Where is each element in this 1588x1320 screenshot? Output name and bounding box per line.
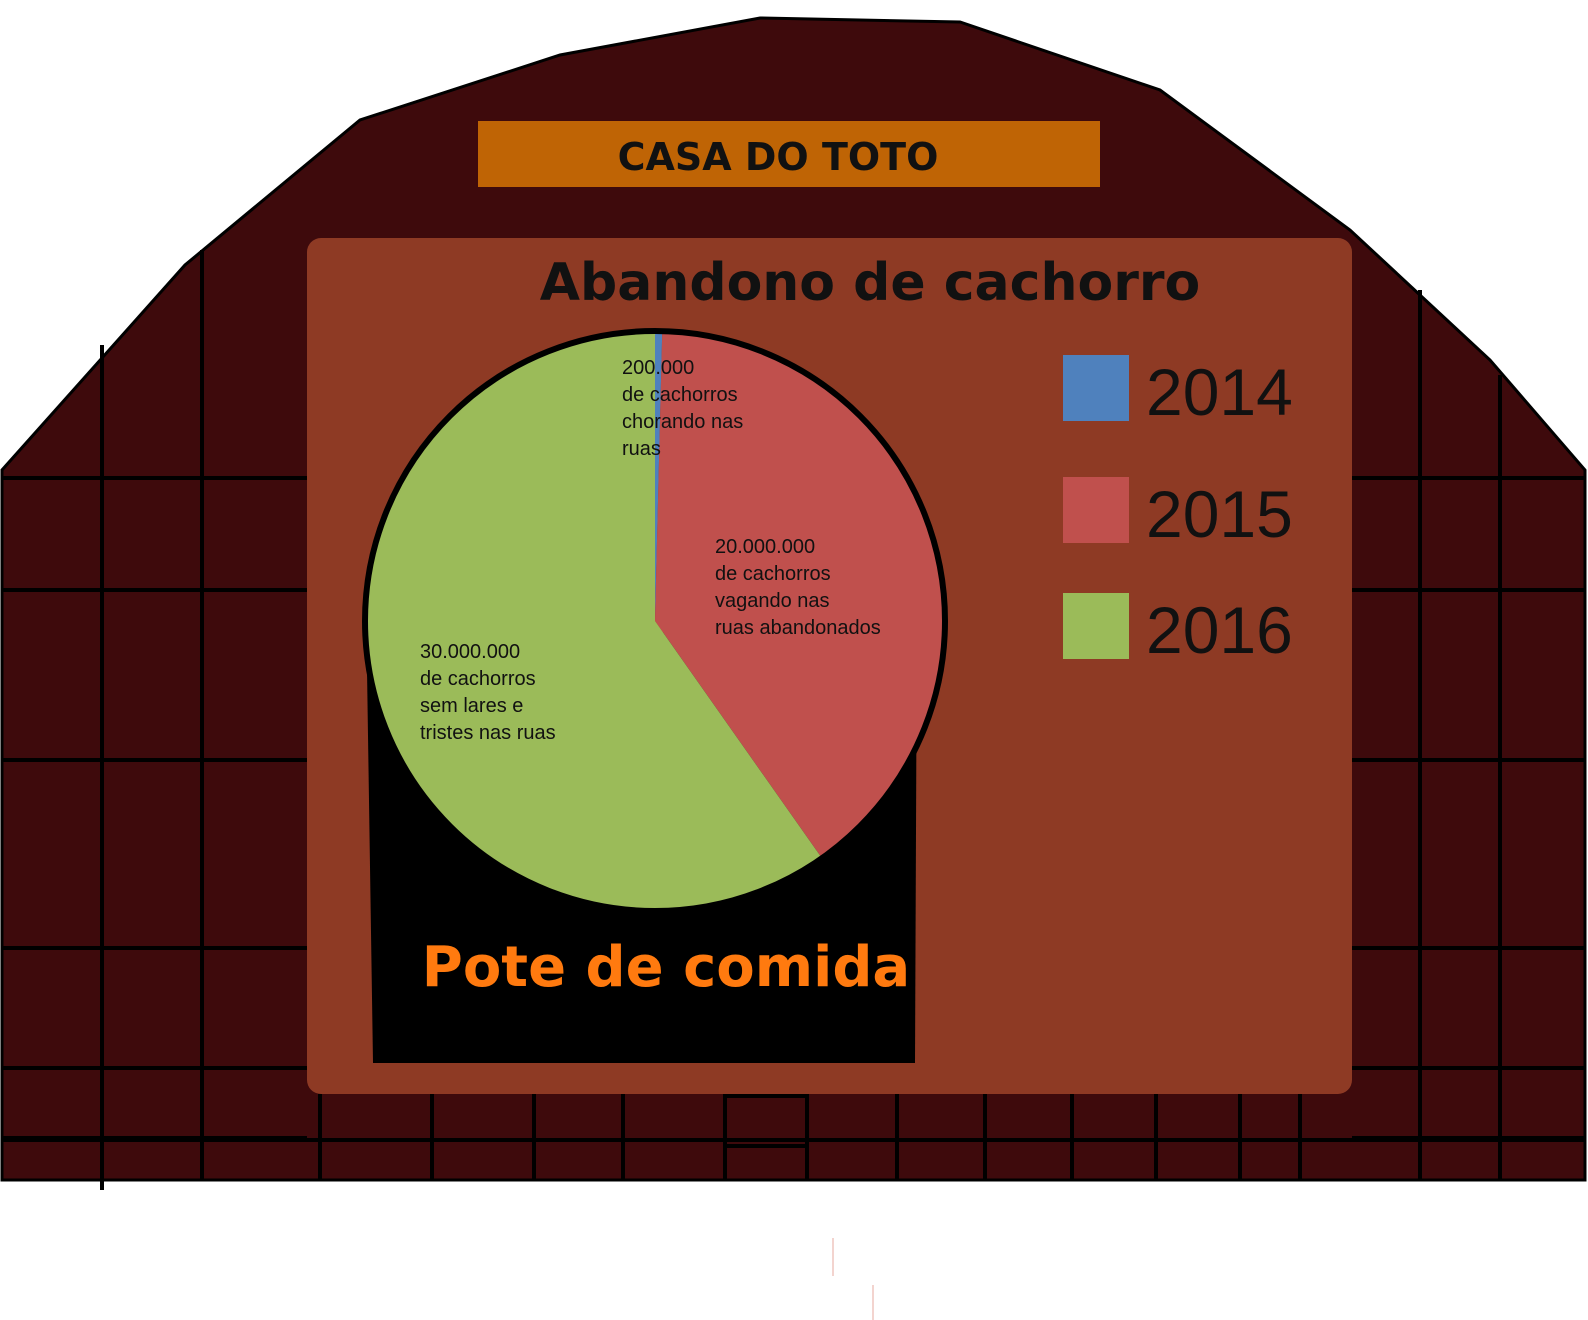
sign-text: CASA DO TOTO [618,135,939,179]
legend-swatch-2015 [1063,477,1129,543]
legend-swatch-2016 [1063,593,1129,659]
legend-label-2014: 2014 [1146,355,1293,429]
doghouse-grid [2,250,1585,1190]
pie-outline [362,328,948,914]
bowl-label: Pote de comida [422,935,910,1000]
pie-slice-2015 [655,331,945,859]
door-outline [723,1094,809,1148]
pie-slice-2016 [364,331,822,912]
sign-plate [478,121,1100,187]
chart-legend: 2014 2015 2016 [1063,355,1293,667]
pie-chart [364,331,945,912]
pie-slice-2014 [655,331,663,621]
legend-label-2016: 2016 [1146,593,1293,667]
legend-label-2015: 2015 [1146,477,1293,551]
chart-title: Abandono de cachorro [540,253,1200,313]
legend-swatch-2014 [1063,355,1129,421]
